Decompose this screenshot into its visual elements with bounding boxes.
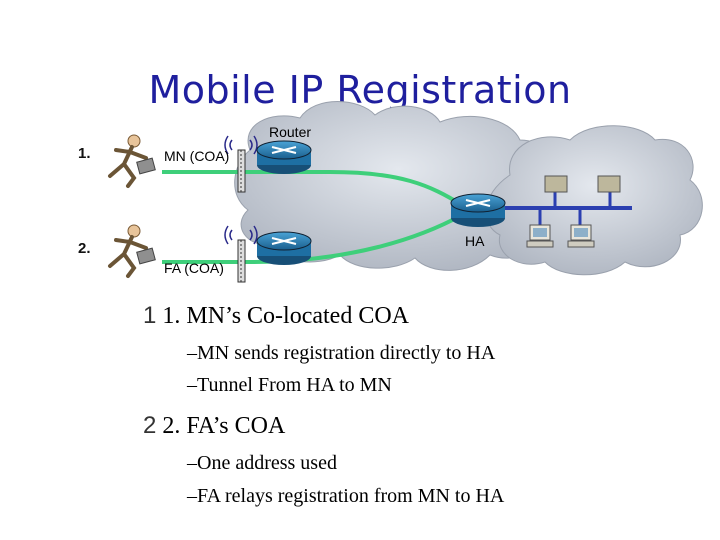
sub-bullet: –MN sends registration directly to HA (187, 342, 496, 364)
registration-path-mn (162, 170, 464, 207)
bullet-text: 1. MN’s Co-located COA (162, 303, 410, 329)
workstation-icon (526, 224, 554, 248)
page-title: Mobile IP Registration (148, 68, 572, 112)
workstation-icon (567, 224, 595, 248)
ha-label: HA (465, 233, 485, 249)
router-icon (256, 140, 312, 174)
fa-coa-label: FA (COA) (164, 260, 224, 276)
router-label: Router (269, 124, 312, 140)
antenna-icon (224, 225, 258, 283)
antenna-icon (224, 135, 258, 193)
bullet-text: 2. FA’s COA (162, 413, 286, 439)
mobile-node-icon (108, 224, 156, 278)
mobile-node-icon (108, 134, 156, 188)
network-diagram (108, 101, 703, 283)
server-icon (544, 175, 568, 193)
lan-cloud (485, 125, 703, 276)
bullet-marker: 2 (143, 412, 157, 439)
router-icon (256, 231, 312, 265)
lan-backbone (500, 190, 632, 225)
step-1-label: 1. (78, 145, 91, 162)
step-2-label: 2. (78, 240, 91, 257)
server-icon (597, 175, 621, 193)
mn-coa-label: MN (COA) (164, 148, 230, 164)
sub-bullet: –One address used (187, 452, 337, 474)
sub-bullet: –Tunnel From HA to MN (187, 374, 392, 396)
sub-bullet: –FA relays registration from MN to HA (187, 485, 505, 507)
home-agent-router-icon (450, 193, 506, 227)
bullet-marker: 1 (143, 302, 157, 329)
